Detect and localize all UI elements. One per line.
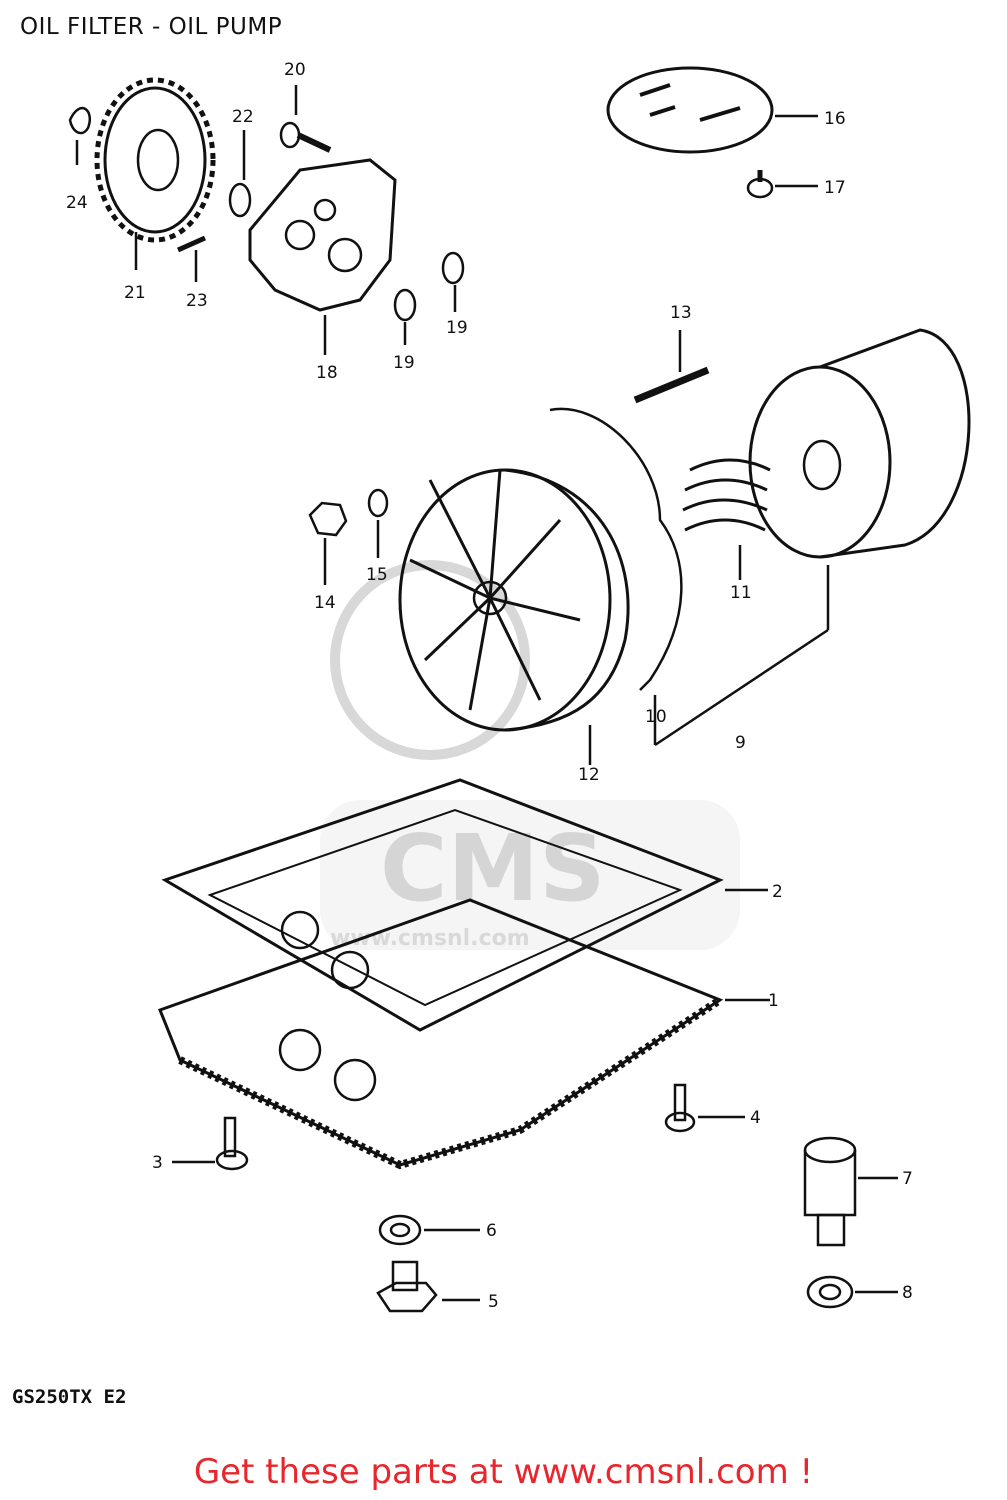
callout-2: 2 [772, 882, 783, 902]
part-11-spring [682, 458, 771, 580]
part-19-orings [393, 251, 465, 345]
cms-watermark: CMS www.cmsnl.com [320, 560, 740, 951]
watermark-logo-text: CMS [380, 815, 605, 922]
callout-16: 16 [824, 109, 846, 129]
part-5-drain-plug [376, 1260, 480, 1313]
callout-1: 1 [768, 991, 779, 1011]
callout-19-upper: 19 [446, 318, 468, 338]
part-20-bolt [279, 85, 332, 153]
part-7-pressure-switch [803, 1136, 898, 1247]
callout-14: 14 [314, 593, 336, 613]
part-12-filter-cover [398, 468, 630, 765]
callout-6: 6 [486, 1221, 497, 1241]
callout-8: 8 [902, 1283, 913, 1303]
part-17-screw [746, 170, 818, 199]
part-3-bolt [172, 1116, 249, 1171]
part-16-cover-plate [606, 66, 818, 154]
part-10-gasket [549, 407, 683, 745]
callout-4: 4 [750, 1108, 761, 1128]
callout-labels: 1 2 3 4 5 6 7 8 9 10 11 12 13 14 15 16 1… [66, 60, 913, 1312]
part-9-oil-filter [654, 328, 971, 747]
part-14-nut [308, 501, 348, 585]
part-22-washer [228, 130, 252, 218]
part-15-washer [367, 488, 389, 558]
part-6-washer [378, 1214, 480, 1246]
page-title: OIL FILTER - OIL PUMP [20, 14, 283, 40]
callout-21: 21 [124, 283, 146, 303]
buy-parts-link[interactable]: Get these parts at www.cmsnl.com ! [193, 1452, 814, 1492]
callout-12: 12 [578, 765, 600, 785]
callout-10: 10 [645, 707, 667, 727]
part-24-circlip [68, 106, 91, 165]
callout-18: 18 [316, 363, 338, 383]
callout-24: 24 [66, 193, 88, 213]
callout-17: 17 [824, 178, 846, 198]
callout-22: 22 [232, 107, 254, 127]
model-code: GS250TX E2 [12, 1386, 127, 1408]
part-2-oil-pan-gasket [161, 778, 768, 1032]
part-18-oil-pump [248, 158, 397, 355]
callout-3: 3 [152, 1153, 163, 1173]
part-4-bolt [664, 1083, 745, 1133]
callout-9: 9 [735, 733, 746, 753]
callout-7: 7 [902, 1169, 913, 1189]
callout-20: 20 [284, 60, 306, 80]
callout-15: 15 [366, 565, 388, 585]
callout-11: 11 [730, 583, 752, 603]
callout-13: 13 [670, 303, 692, 323]
callout-23: 23 [186, 291, 208, 311]
part-21-gear [94, 77, 216, 270]
part-1-oil-pan [158, 898, 770, 1170]
callout-5: 5 [488, 1292, 499, 1312]
part-23-pin [176, 235, 207, 282]
part-8-washer [806, 1275, 898, 1309]
part-13-pin [633, 330, 710, 404]
callout-19-lower: 19 [393, 353, 415, 373]
